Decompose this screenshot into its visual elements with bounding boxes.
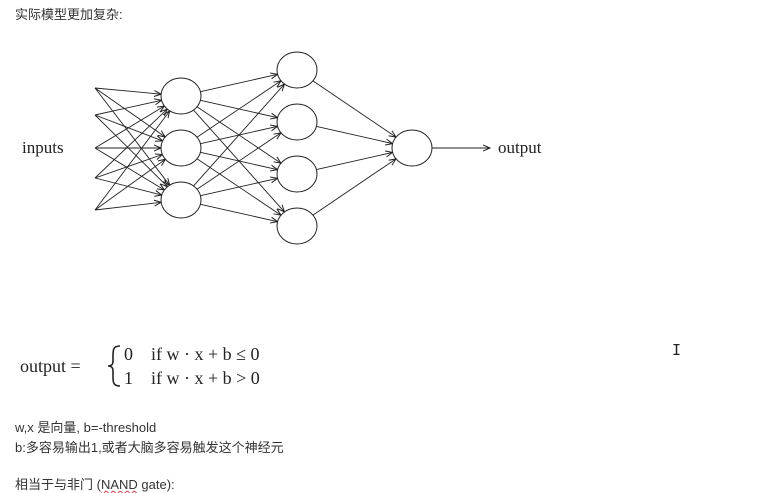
neuron-node — [276, 207, 318, 245]
case-value-0: 0 — [124, 344, 133, 364]
case-condition-0: if w · x + b ≤ 0 — [151, 344, 260, 364]
neural-network-diagram: inputs output — [22, 51, 542, 245]
neuron-node — [391, 129, 433, 167]
neuron-node — [160, 129, 202, 167]
neuron-node — [276, 155, 318, 193]
note-vectors: w,x 是向量, b=-threshold — [15, 420, 157, 435]
formula-brace — [107, 345, 121, 387]
neuron-node — [160, 77, 202, 115]
output-formula: output = 0 if w · x + b ≤ 0 1 if w · x +… — [20, 344, 260, 388]
neuron-node — [276, 103, 318, 141]
inputs-label: inputs — [22, 138, 64, 157]
section-heading: 实际模型更加复杂: — [15, 7, 123, 22]
neuron-node — [160, 181, 202, 219]
output-label: output — [498, 138, 542, 157]
case-value-1: 1 — [124, 368, 133, 388]
note-bias: b:多容易输出1,或者大脑多容易触发这个神经元 — [15, 440, 284, 455]
note-nand: 相当于与非门 (NAND gate): — [15, 477, 175, 492]
text-cursor-icon: I — [672, 341, 682, 359]
case-condition-1: if w · x + b > 0 — [151, 368, 260, 388]
formula-lhs: output = — [20, 356, 81, 376]
neuron-node — [276, 51, 318, 89]
nand-word: NAND — [100, 477, 138, 492]
